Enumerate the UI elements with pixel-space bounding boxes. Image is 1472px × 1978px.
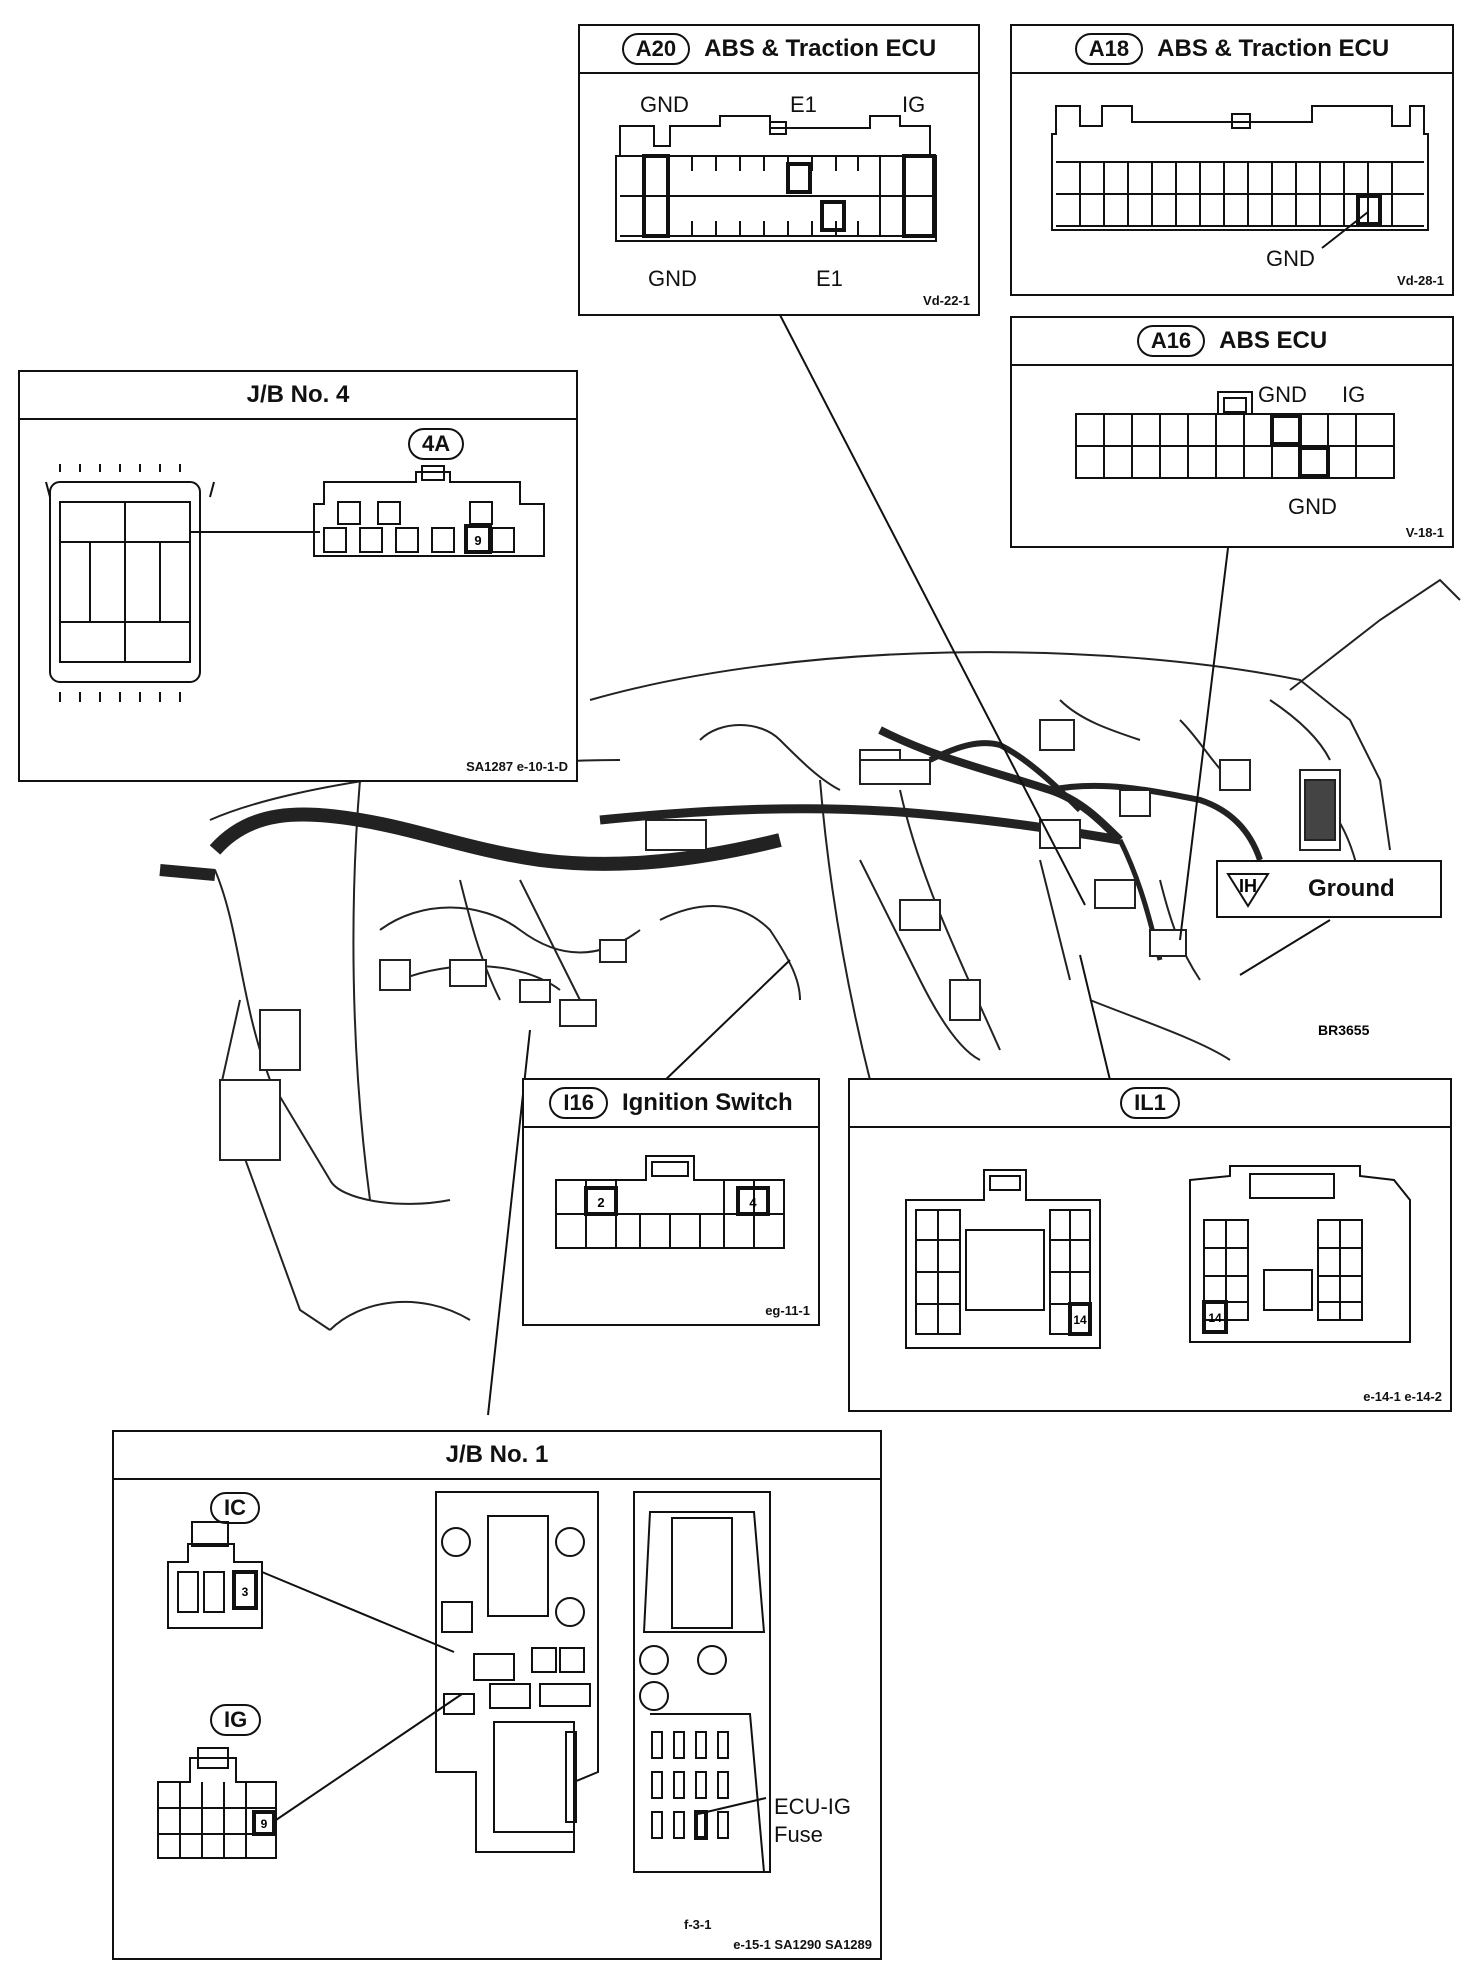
reference-code: e-14-1 e-14-2: [1363, 1389, 1442, 1404]
ground-code: IH: [1239, 876, 1257, 896]
pin-label-gnd-bottom: GND: [648, 266, 697, 291]
fuse-label-ecu-ig: ECU-IG: [774, 1794, 851, 1819]
panel-title: J/B No. 1: [445, 1441, 549, 1468]
reference-code: V-18-1: [1405, 525, 1444, 540]
pin-label-2: 2: [597, 1195, 604, 1210]
reference-code: Vd-28-1: [1397, 273, 1444, 288]
pin-label-gnd: GND: [1266, 246, 1315, 271]
panel-header: J/B No. 4: [20, 372, 576, 420]
reference-code: eg-11-1: [765, 1303, 810, 1318]
fuse-label-fuse: Fuse: [774, 1822, 823, 1847]
connector-code-ic: IC: [210, 1492, 260, 1524]
pin-label-gnd-top: GND: [1258, 382, 1307, 407]
pin-label-14-right: 14: [1208, 1311, 1222, 1325]
connector-code-4a: 4A: [408, 428, 465, 460]
panel-header: J/B No. 1: [114, 1432, 880, 1480]
jb4-drawing: 9: [45, 464, 545, 702]
panel-title: ABS ECU: [1219, 327, 1328, 354]
connector-code: A18: [1074, 33, 1144, 65]
jb-no1-panel: J/B No. 1 IC IG: [112, 1430, 882, 1960]
connector-a16-panel: A16 ABS ECU GND IG GND V-18-1: [1010, 316, 1454, 548]
connector-code: A20: [621, 33, 691, 65]
i16-connector-drawing: 2 4: [555, 1155, 785, 1249]
pin-label-4: 4: [749, 1195, 757, 1210]
il1-connector-drawing: 14 14: [905, 1165, 1411, 1349]
panel-title: J/B No. 4: [246, 381, 350, 408]
pin-label-ig-top: IG: [1342, 382, 1366, 407]
panel-title: ABS & Traction ECU: [1157, 35, 1390, 62]
a16-connector-drawing: [1075, 391, 1395, 479]
a20-connector-drawing: [615, 115, 937, 242]
connector-a20-panel: A20 ABS & Traction ECU GND E1 IG: [578, 24, 980, 316]
ground-label: Ground: [1308, 875, 1395, 902]
panel-title: Ignition Switch: [621, 1089, 793, 1116]
panel-header: I16 Ignition Switch: [524, 1080, 818, 1128]
pin-label-gnd-top: GND: [640, 92, 689, 117]
reference-code-top: f-3-1: [684, 1917, 712, 1932]
connector-code: IL1: [1120, 1087, 1180, 1119]
ground-triangle-icon: IH: [1226, 873, 1270, 908]
ground-callout: IH Ground: [1216, 860, 1442, 918]
pin-label-14-left: 14: [1073, 1313, 1087, 1327]
connector-code-ig: IG: [210, 1704, 262, 1736]
a18-connector-drawing: [1051, 105, 1429, 249]
panel-title: ABS & Traction ECU: [704, 35, 937, 62]
panel-header: A18 ABS & Traction ECU: [1012, 26, 1452, 74]
reference-code-bottom: e-15-1 SA1290 SA1289: [733, 1937, 872, 1952]
connector-code: I16: [549, 1087, 608, 1119]
panel-header: A16 ABS ECU: [1012, 318, 1452, 366]
reference-code: Vd-22-1: [923, 293, 970, 308]
pin-label-e1-bottom: E1: [816, 266, 843, 291]
connector-il1-panel: IL1 14 14 e-14-1 e-1: [848, 1078, 1452, 1412]
pin-label-ig-top: IG: [902, 92, 926, 117]
connector-a18-panel: A18 ABS & Traction ECU GND Vd-28-1: [1010, 24, 1454, 296]
pin-label-gnd-bottom: GND: [1288, 494, 1337, 519]
reference-code: SA1287 e-10-1-D: [466, 759, 568, 774]
pin-label-e1-top: E1: [790, 92, 817, 117]
connector-code: A16: [1136, 325, 1206, 357]
panel-header: IL1: [850, 1080, 1450, 1128]
panel-header: A20 ABS & Traction ECU: [580, 26, 978, 74]
pin-label-3: 3: [242, 1585, 249, 1599]
connector-i16-panel: I16 Ignition Switch 2 4 eg-11-1: [522, 1078, 820, 1326]
pin-label-9: 9: [474, 533, 481, 548]
pin-label-9: 9: [261, 1817, 268, 1831]
jb-no4-panel: J/B No. 4 4A 9 SA1287 e-10-1-D: [18, 370, 578, 782]
jb1-drawing: 3 9: [157, 1491, 771, 1873]
diagram-ref: BR3655: [1318, 1022, 1370, 1038]
